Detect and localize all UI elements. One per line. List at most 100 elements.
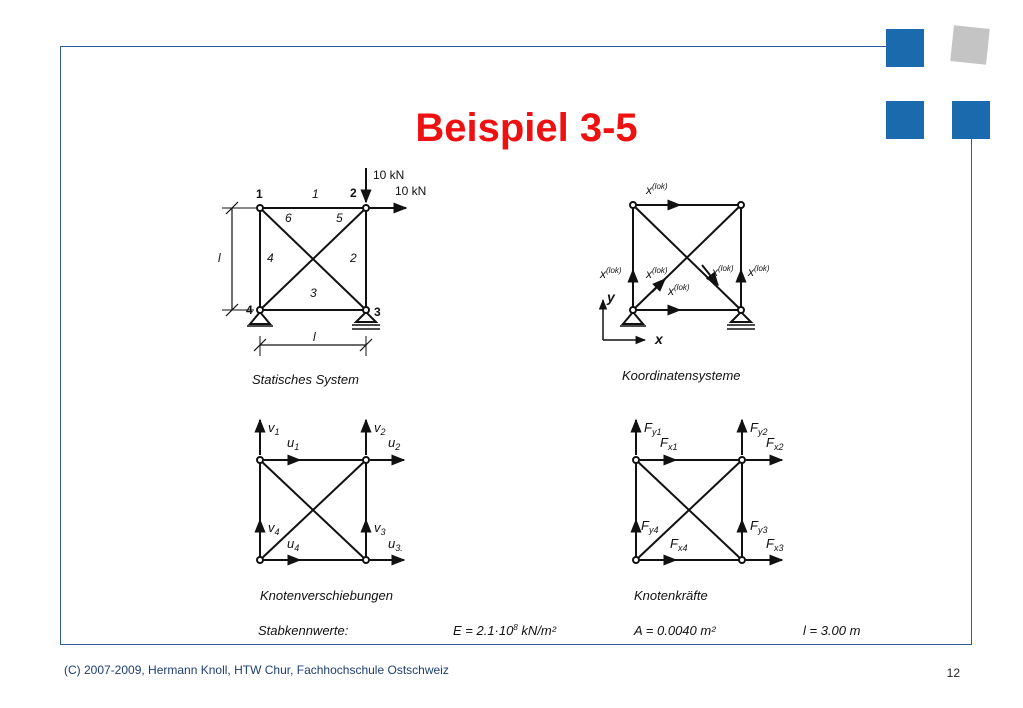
truss-frame <box>259 459 367 561</box>
label-local-x: x(lok) <box>747 264 770 279</box>
label-fx2: Fx2 <box>766 435 783 452</box>
static-system <box>222 168 408 356</box>
node <box>256 306 264 314</box>
label-local-x: x(lok) <box>645 266 668 281</box>
label-fx4: Fx4 <box>670 536 687 553</box>
node <box>256 456 264 464</box>
label-member-3: 3 <box>310 286 317 300</box>
node <box>362 204 370 212</box>
node <box>256 556 264 564</box>
label-local-x: x(lok) <box>599 266 622 281</box>
truss-frame <box>632 204 742 311</box>
label-v2: v2 <box>374 420 386 437</box>
label-dim-vertical: l <box>218 251 221 265</box>
frame-top-line <box>60 46 886 47</box>
node <box>256 204 264 212</box>
caption-forces: Knotenkräfte <box>634 588 708 603</box>
node <box>738 556 746 564</box>
label-fx1: Fx1 <box>660 435 677 452</box>
frame-right-line <box>971 138 972 645</box>
properties-row: Stabkennwerte: E = 2.1·108 kN/m² A = 0.0… <box>258 623 861 638</box>
static-system-labels: 10 kN 10 kN 1 2 3 4 1 2 3 4 5 6 l l Stat… <box>218 168 426 387</box>
coordinate-systems-labels: x(lok) x(lok) x(lok) x(lok) x(lok) x(lok… <box>599 182 770 383</box>
deco-square-blue-left <box>886 101 924 139</box>
truss-diagonal <box>259 459 367 561</box>
node <box>362 306 370 314</box>
label-member-6: 6 <box>285 211 292 225</box>
dim-tick <box>359 338 373 352</box>
node <box>362 556 370 564</box>
frame-bottom-line <box>60 644 972 645</box>
forces-labels: Fy1 Fx1 Fy2 Fx2 Fy4 Fx4 Fy3 Fx3 Knotenkr… <box>634 420 783 603</box>
label-fy1: Fy1 <box>644 420 661 437</box>
frame-left-line <box>60 46 61 644</box>
roller-support <box>353 310 379 323</box>
caption-displacements: Knotenverschiebungen <box>260 588 393 603</box>
label-fx3: Fx3 <box>766 536 783 553</box>
label-member-2: 2 <box>349 251 357 265</box>
label-member-1: 1 <box>312 187 319 201</box>
label-fy2: Fy2 <box>750 420 767 437</box>
node <box>632 556 640 564</box>
node <box>737 201 745 209</box>
value-length: l = 3.00 m <box>803 623 861 638</box>
truss-frame <box>259 207 367 311</box>
pin-support <box>247 310 273 325</box>
label-u3: u3. <box>388 536 403 553</box>
label-node-3: 3 <box>374 305 381 319</box>
pin-support <box>620 310 646 325</box>
value-elastic-modulus: E = 2.1·108 kN/m² <box>453 623 557 638</box>
label-fy4: Fy4 <box>641 518 658 535</box>
label-v3: v3 <box>374 520 386 537</box>
node <box>738 456 746 464</box>
truss-diagonal <box>635 459 743 561</box>
displacements-labels: v1 u1 v2 u2 v4 u4 v3 u3. Knotenverschieb… <box>260 420 403 603</box>
label-local-x: x(lok) <box>711 264 734 279</box>
node <box>632 456 640 464</box>
truss-diagonal <box>632 204 742 311</box>
truss-diagonal <box>259 207 367 311</box>
label-node-4: 4 <box>246 303 253 317</box>
label-force-horizontal: 10 kN <box>395 184 426 198</box>
label-stabkennwerte: Stabkennwerte: <box>258 623 349 638</box>
dim-tick <box>225 201 239 215</box>
node <box>629 201 637 209</box>
label-axis-x: x <box>654 331 664 347</box>
roller-support <box>728 310 754 323</box>
label-local-x: x(lok) <box>645 182 668 197</box>
label-u1: u1 <box>287 435 299 452</box>
node <box>629 306 637 314</box>
label-axis-y: y <box>606 289 616 305</box>
label-force-vertical: 10 kN <box>373 168 404 182</box>
displacements <box>254 418 406 566</box>
value-area: A = 0.0040 m² <box>633 623 716 638</box>
label-member-5: 5 <box>336 211 343 225</box>
label-u2: u2 <box>388 435 400 452</box>
label-dim-horizontal: l <box>313 330 316 344</box>
label-fy3: Fy3 <box>750 518 767 535</box>
label-node-1: 1 <box>256 187 263 201</box>
forces <box>630 418 784 566</box>
local-axis-arrow <box>651 278 666 293</box>
label-local-x: x(lok) <box>667 283 690 298</box>
local-axis-arrow <box>701 264 719 287</box>
label-node-2: 2 <box>350 186 357 200</box>
node <box>362 456 370 464</box>
label-v4: v4 <box>268 520 280 537</box>
page-number: 12 <box>946 666 960 680</box>
caption-static-system: Statisches System <box>252 372 359 387</box>
deco-square-blue-top <box>886 29 924 67</box>
label-v1: v1 <box>268 420 280 437</box>
label-u4: u4 <box>287 536 299 553</box>
node <box>737 306 745 314</box>
page-title: Beispiel 3-5 <box>415 106 638 150</box>
deco-square-blue-right <box>952 101 990 139</box>
truss-frame <box>635 459 743 561</box>
dim-tick <box>225 303 239 317</box>
label-member-4: 4 <box>267 251 274 265</box>
footer-copyright: (C) 2007-2009, Hermann Knoll, HTW Chur, … <box>64 663 449 677</box>
caption-coordinate-systems: Koordinatensysteme <box>622 368 741 383</box>
coordinate-systems <box>598 199 755 345</box>
dim-tick <box>253 338 267 352</box>
